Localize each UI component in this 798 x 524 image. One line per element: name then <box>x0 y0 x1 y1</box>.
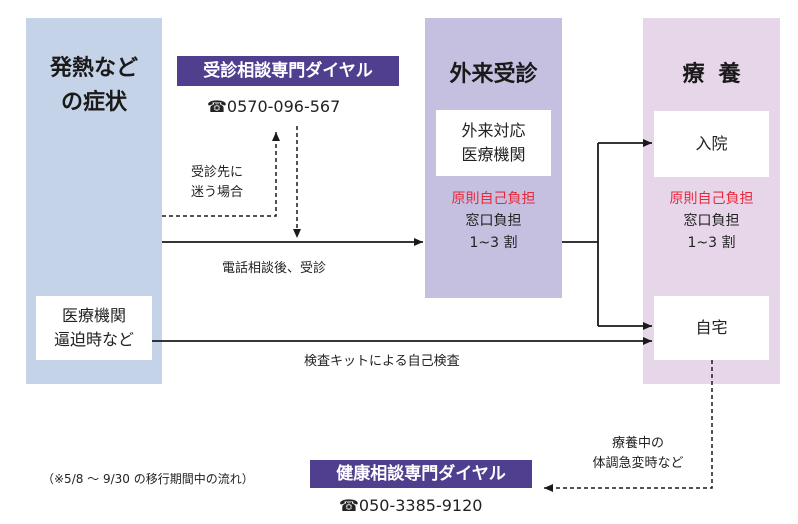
outpatient-title: 外来受診 <box>449 62 538 87</box>
lost-label-line1: 受診先に <box>190 165 243 180</box>
care-title: 療養 <box>682 62 755 87</box>
sudden-label-line1: 療養中の <box>611 436 664 451</box>
care-burden-principle: 原則自己負担 <box>669 191 754 207</box>
symptom-title-line1: 発熱など <box>49 56 138 81</box>
health-dial-phone: ☎050-3385-9120 <box>339 496 483 515</box>
symptom-title-line2: の症状 <box>60 90 127 115</box>
emergency-box-line1: 医療機関 <box>61 306 126 325</box>
care-burden-window: 窓口負担 <box>683 213 740 229</box>
emergency-box: 医療機関 逼迫時など <box>36 296 152 360</box>
care-burden-ratio: 1~3 割 <box>687 235 736 251</box>
test-kit-label: 検査キットによる自己検査 <box>304 354 460 369</box>
lost-label-line2: 迷う場合 <box>190 185 243 200</box>
sudden-label-line2: 体調急変時など <box>592 456 684 471</box>
outpatient-burden-principle: 原則自己負担 <box>451 191 536 207</box>
consult-dial-banner: 受診相談専門ダイヤル <box>177 56 399 86</box>
health-dial-banner: 健康相談専門ダイヤル <box>310 460 532 488</box>
outpatient-facility-box: 外来対応 医療機関 <box>436 110 551 176</box>
dashed-arrow-to-health <box>544 360 713 492</box>
transition-note: （※5/8 ～ 9/30 の移行期間中の流れ） <box>42 472 254 486</box>
emergency-box-line2: 逼迫時など <box>53 330 134 349</box>
facility-box-line1: 外来対応 <box>461 121 526 140</box>
outpatient-burden-ratio: 1~3 割 <box>469 235 518 251</box>
symptom-title: 発熱など の症状 <box>26 52 162 120</box>
sudden-change-label: 療養中の 体調急変時など <box>586 434 690 474</box>
dashed-arrow-to-consult <box>162 132 280 217</box>
hospital-box: 入院 <box>654 111 769 177</box>
outpatient-burden: 原則自己負担 窓口負担 1~3 割 <box>425 188 562 254</box>
after-call-label: 電話相談後、受診 <box>222 261 327 276</box>
outpatient-burden-window: 窓口負担 <box>465 213 522 229</box>
home-box: 自宅 <box>654 296 769 360</box>
facility-box-line2: 医療機関 <box>461 145 526 164</box>
consult-dial-phone: ☎0570-096-567 <box>207 97 341 116</box>
care-burden: 原則自己負担 窓口負担 1~3 割 <box>643 188 780 254</box>
lost-label: 受診先に 迷う場合 <box>172 163 262 203</box>
